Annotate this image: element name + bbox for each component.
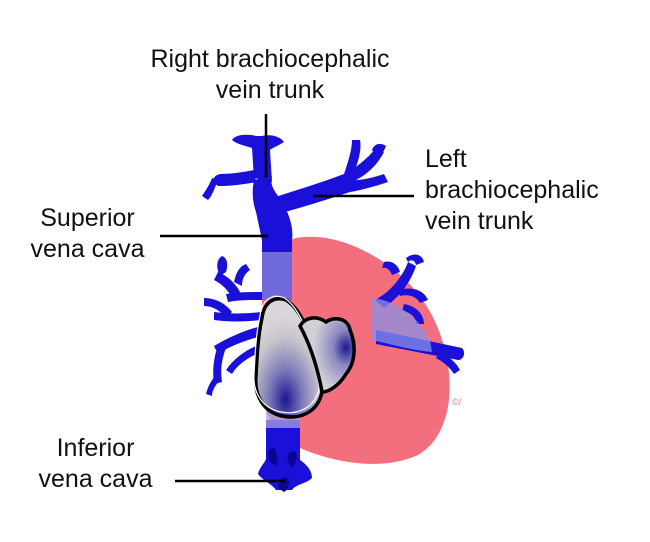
label-line: vein trunk bbox=[215, 76, 325, 104]
left-atrium-chamber bbox=[297, 316, 356, 394]
label-inferior-vena-cava: Inferior vena cava bbox=[18, 433, 173, 495]
label-line: Superior bbox=[40, 204, 135, 232]
venous-trunk bbox=[202, 134, 388, 492]
label-left-brachiocephalic-vein-trunk: Left brachiocephalic vein trunk bbox=[425, 144, 645, 237]
artist-signature: ©/ bbox=[452, 397, 462, 407]
label-line: Inferior bbox=[56, 434, 135, 462]
label-right-brachiocephalic-vein-trunk: Right brachiocephalic vein trunk bbox=[120, 44, 420, 106]
label-line: Left bbox=[425, 145, 467, 173]
label-line: vena cava bbox=[30, 235, 145, 263]
translucent-svc-overlay bbox=[262, 252, 292, 300]
label-line: vein trunk bbox=[425, 207, 534, 235]
label-superior-vena-cava: Superior vena cava bbox=[10, 203, 165, 265]
label-line: vena cava bbox=[38, 465, 153, 493]
right-atrium-inner-outline bbox=[253, 295, 320, 414]
label-line: brachiocephalic bbox=[425, 176, 599, 204]
label-line: Right brachiocephalic bbox=[150, 45, 390, 73]
leader-lines bbox=[160, 114, 414, 483]
translucent-pulmonary-overlay bbox=[372, 298, 432, 352]
